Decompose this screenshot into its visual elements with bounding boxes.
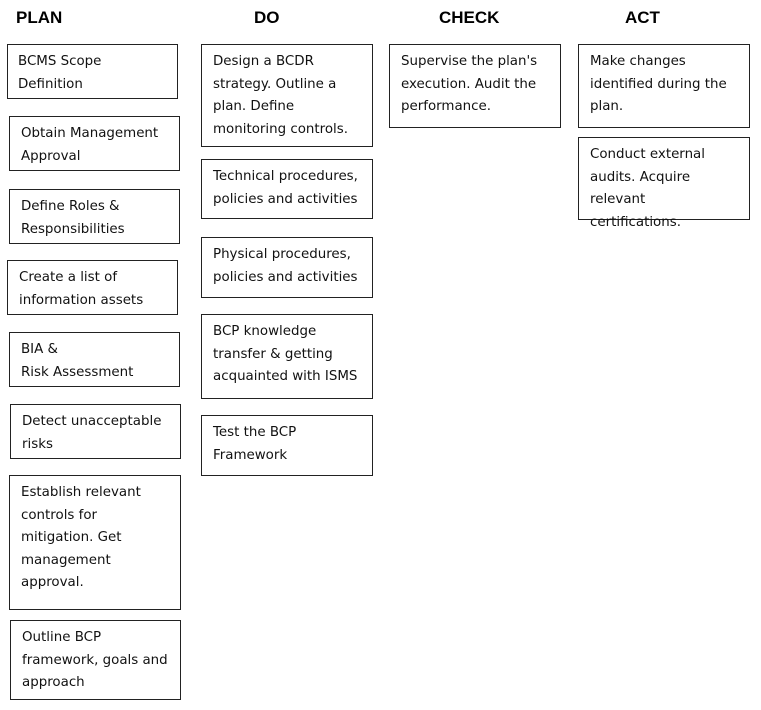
plan-step-box: BCMS Scope Definition xyxy=(7,44,178,99)
act-column-title: ACT xyxy=(625,8,660,27)
plan-step-box: Obtain Management Approval xyxy=(9,116,180,171)
plan-step-box: Detect unacceptable risks xyxy=(10,404,181,459)
do-column-title: DO xyxy=(254,8,280,27)
plan-step-box: Create a list of information assets xyxy=(7,260,178,315)
check-column-title: CHECK xyxy=(439,8,500,27)
plan-step-box: Define Roles & Responsibilities xyxy=(9,189,180,244)
do-step-box: BCP knowledge transfer & getting acquain… xyxy=(201,314,373,399)
plan-step-box: Outline BCP framework, goals and approac… xyxy=(10,620,181,700)
plan-column-title: PLAN xyxy=(16,8,63,27)
do-step-box: Test the BCP Framework xyxy=(201,415,373,476)
do-step-box: Design a BCDR strategy. Outline a plan. … xyxy=(201,44,373,147)
plan-step-box: Establish relevant controls for mitigati… xyxy=(9,475,181,610)
do-step-box: Technical procedures, policies and activ… xyxy=(201,159,373,219)
act-step-box: Make changes identified during the plan. xyxy=(578,44,750,128)
check-step-box: Supervise the plan's execution. Audit th… xyxy=(389,44,561,128)
act-step-box: Conduct external audits. Acquire relevan… xyxy=(578,137,750,230)
plan-step-box: BIA & Risk Assessment xyxy=(9,332,180,387)
do-step-box: Physical procedures, policies and activi… xyxy=(201,237,373,298)
